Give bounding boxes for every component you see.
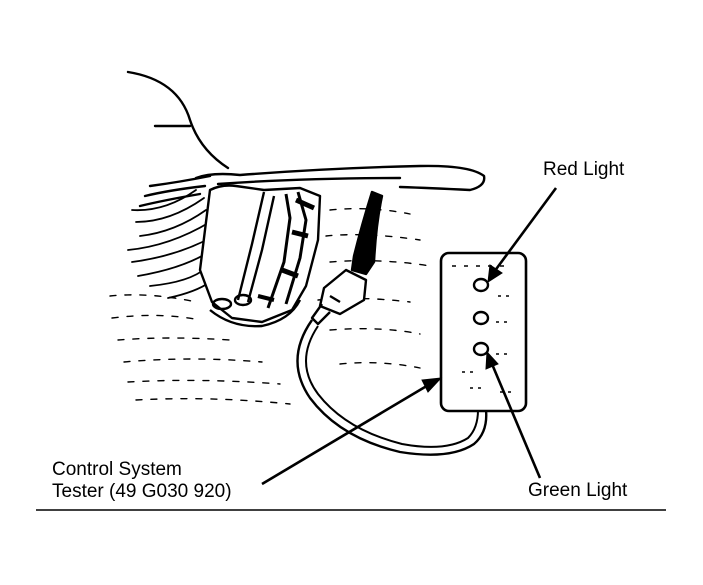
control-system-tester bbox=[439, 251, 528, 413]
tester-cable-inner bbox=[305, 325, 479, 448]
vehicle-body-outline bbox=[126, 70, 486, 208]
green-light-label: Green Light bbox=[528, 480, 628, 501]
tester-label-line-2: Tester (49 G030 920) bbox=[52, 481, 232, 502]
tester-cable bbox=[296, 319, 488, 456]
red-indicator-light bbox=[472, 277, 490, 293]
diagnostic-connector-block bbox=[198, 184, 322, 328]
harness-lead-and-plug bbox=[310, 190, 384, 326]
tester-label: Control System Tester (49 G030 920) bbox=[52, 459, 232, 503]
middle-indicator-light bbox=[472, 310, 490, 326]
engine-bay-texture bbox=[109, 207, 431, 405]
tester-label-line-1: Control System bbox=[52, 459, 182, 480]
red-light-label: Red Light bbox=[543, 159, 625, 180]
green-indicator-light bbox=[472, 341, 490, 357]
leader-arrows bbox=[261, 187, 558, 486]
